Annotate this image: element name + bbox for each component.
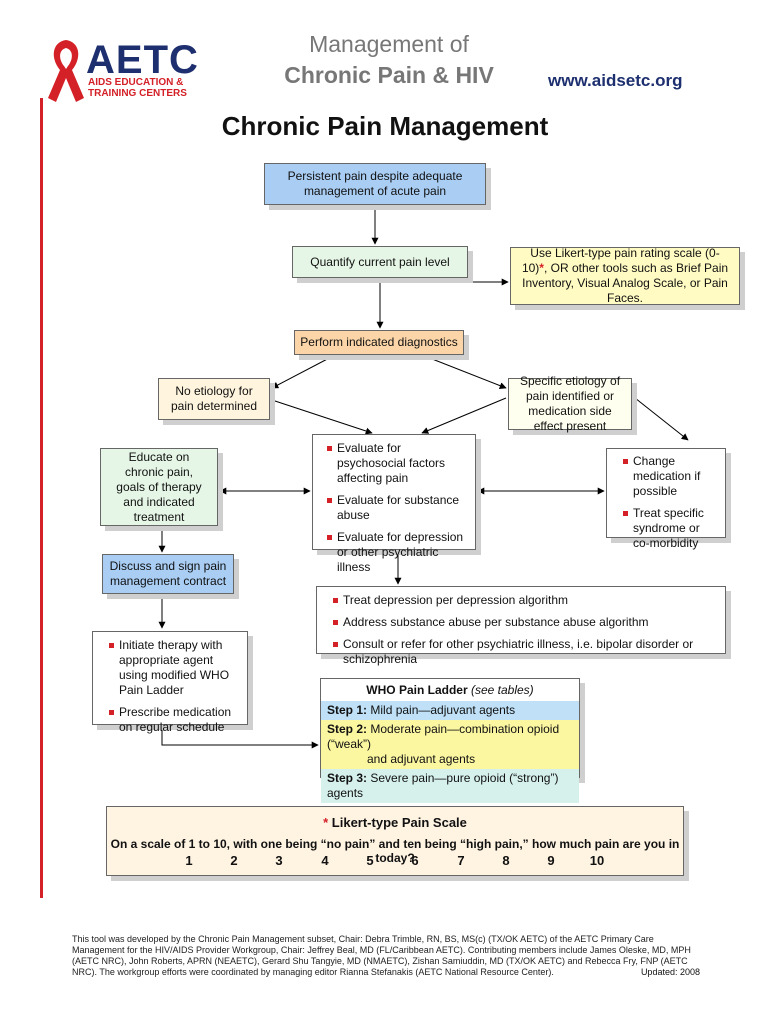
list-item: Address substance abuse per substance ab… <box>333 615 719 630</box>
likert-pain-scale-box: * Likert-type Pain Scale On a scale of 1… <box>106 806 684 876</box>
treat-box: Treat depression per depression algorith… <box>316 586 726 666</box>
header-title-line2: Chronic Pain & HIV <box>284 62 494 88</box>
arrow-no-etiology-to-evaluate <box>271 399 373 435</box>
red-ribbon-icon <box>48 40 84 102</box>
likert-tools-note-box: Use Likert-type pain rating scale (0-10)… <box>510 246 740 305</box>
who-step-1: Step 1: Mild pain—adjuvant agents <box>321 701 579 720</box>
scale-number: 6 <box>411 853 419 868</box>
scale-number: 9 <box>547 853 555 868</box>
arrow-specific-to-change <box>634 397 689 441</box>
likert-title: * Likert-type Pain Scale <box>323 815 467 830</box>
list-item: Change medication if possible <box>623 454 719 499</box>
scale-number: 5 <box>366 853 374 868</box>
change-list: Change medication if possible Treat spec… <box>619 454 719 551</box>
likert-question: On a scale of 1 to 10, with one being “n… <box>110 837 680 865</box>
list-item: Treat specific syndrome or co-morbidity <box>623 506 719 551</box>
who-step-2: Step 2: Moderate pain—combination opioid… <box>321 720 579 769</box>
header-title-line1: Management of <box>309 31 469 57</box>
list-item: Consult or refer for other psychiatric i… <box>333 637 719 667</box>
list-item: Prescribe medication on regular schedule <box>109 705 241 735</box>
logo-wordmark: AETC <box>86 38 199 82</box>
credits-footer: This tool was developed by the Chronic P… <box>72 934 691 977</box>
who-step-3: Step 3: Severe pain—pure opioid (“strong… <box>321 769 579 803</box>
scale-number: 8 <box>502 853 510 868</box>
arrow-diagnostics-to-no-etiology <box>271 354 336 389</box>
treat-list: Treat depression per depression algorith… <box>329 593 719 667</box>
likert-star-marker: * <box>539 261 544 275</box>
initiate-therapy-box: Initiate therapy with appropriate agent … <box>92 631 248 734</box>
persistent-pain-box: Persistent pain despite adequate managem… <box>264 163 486 205</box>
scale-number: 1 <box>185 853 193 868</box>
scale-number: 4 <box>321 853 329 868</box>
arrow-diagnostics-to-specific <box>421 354 507 389</box>
no-etiology-box: No etiology for pain determined <box>158 378 270 420</box>
who-pain-ladder-table: WHO Pain Ladder (see tables) Step 1: Mil… <box>320 678 580 803</box>
educate-box: Educate on chronic pain, goals of therap… <box>100 448 218 526</box>
scale-number: 2 <box>230 853 238 868</box>
red-margin-line <box>40 98 43 898</box>
list-item: Evaluate for substance abuse <box>327 493 469 523</box>
diagnostics-box: Perform indicated diagnostics <box>294 330 464 355</box>
evaluate-list: Evaluate for psychosocial factors affect… <box>323 441 469 575</box>
initiate-list: Initiate therapy with appropriate agent … <box>105 638 241 735</box>
quantify-pain-box: Quantify current pain level <box>292 246 468 278</box>
scale-number: 7 <box>457 853 465 868</box>
pain-contract-box: Discuss and sign pain management contrac… <box>102 554 234 594</box>
list-item: Treat depression per depression algorith… <box>333 593 719 608</box>
likert-star-icon: * <box>323 815 329 830</box>
specific-etiology-box: Specific etiology of pain identified or … <box>508 374 632 433</box>
arrow-initiate-to-who <box>161 725 319 749</box>
scale-number: 3 <box>275 853 283 868</box>
list-item: Initiate therapy with appropriate agent … <box>109 638 241 698</box>
logo-subtitle: AIDS EDUCATION & TRAINING CENTERS <box>88 77 187 99</box>
scale-number: 10 <box>589 853 605 868</box>
arrow-specific-to-evaluate <box>421 397 507 434</box>
page-title: Chronic Pain Management <box>221 111 549 141</box>
list-item: Evaluate for psychosocial factors affect… <box>327 441 469 486</box>
updated-date: Updated: 2008 <box>640 967 700 977</box>
list-item: Evaluate for depression or other psychia… <box>327 530 469 575</box>
who-ladder-title: WHO Pain Ladder (see tables) <box>366 683 534 697</box>
evaluate-box: Evaluate for psychosocial factors affect… <box>312 434 476 574</box>
change-medication-box: Change medication if possible Treat spec… <box>606 448 726 550</box>
website-url[interactable]: www.aidsetc.org <box>548 71 683 90</box>
